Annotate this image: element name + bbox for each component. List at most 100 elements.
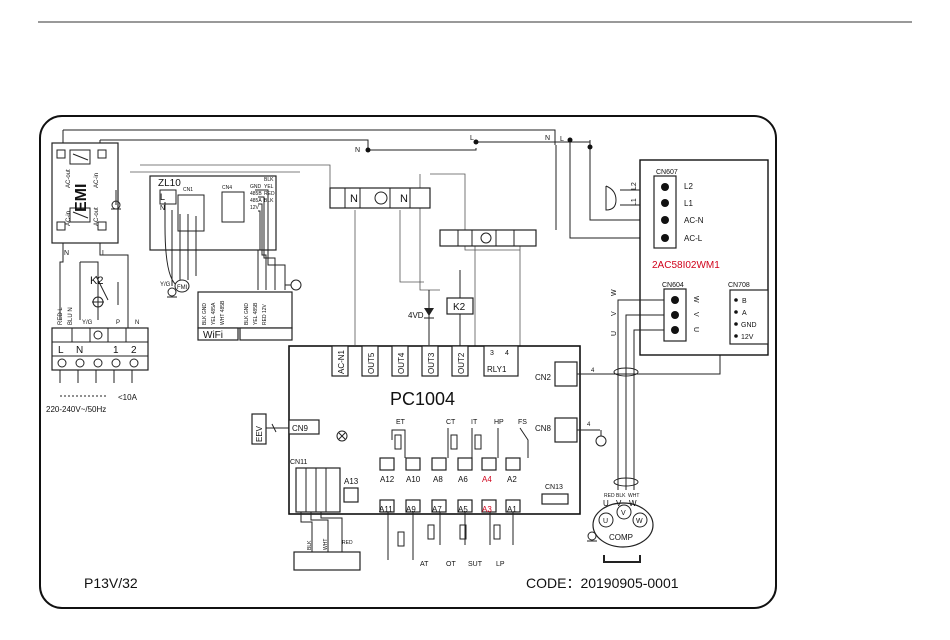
footer-code: CODE：20190905-0001 <box>526 575 679 591</box>
term-a5: A5 <box>458 505 468 514</box>
term-a11: A11 <box>379 505 393 514</box>
k2-relay-mid <box>424 270 474 350</box>
cn9-label: CN9 <box>292 424 309 433</box>
conn-out5: OUT5 <box>367 352 376 374</box>
n-block-lower <box>439 229 537 247</box>
emi-wire-n: N <box>64 250 69 257</box>
ferrite-icon <box>167 279 190 298</box>
term-a4: A4 <box>482 475 492 484</box>
cn607-pin-3: AC-N <box>684 216 704 225</box>
cn2-pins: 4 <box>591 368 595 374</box>
terminal-block <box>51 327 149 371</box>
k2-relay-left <box>92 275 119 308</box>
sensor-sut: SUT <box>468 561 483 568</box>
top-wire-n2-label: N <box>545 135 550 142</box>
wifi-port-icon <box>290 279 302 291</box>
wifi-wire-5: YEL 485B <box>253 302 259 325</box>
emi-port-3: AC-in <box>94 173 100 188</box>
zl10-cn4-wire-2: YEL <box>264 184 274 190</box>
zl10-cn4-pin-4: 12V <box>250 205 260 211</box>
term-a8: A8 <box>433 475 443 484</box>
top-wire-l2-label: L <box>560 136 564 143</box>
cn708-pin-12v: 12V <box>741 334 754 341</box>
zl10-label: ZL10 <box>158 178 181 189</box>
cn607-pin-2: L1 <box>684 199 693 208</box>
compressor-label: COMP <box>609 533 633 542</box>
n-block-label-1: N <box>350 193 358 205</box>
ferrite-label: FMI <box>177 285 188 291</box>
terminal-wire-2: BLU N <box>68 307 74 325</box>
eev-label: EEV <box>255 425 264 442</box>
earth-icon <box>111 190 121 210</box>
comp-term-w: W <box>636 518 643 525</box>
zl10-cn4-pin-2: 485B <box>250 191 262 197</box>
cn11-label: CN11 <box>290 459 307 466</box>
cn2-label: CN2 <box>535 373 552 382</box>
sensor-et: ET <box>396 419 406 426</box>
cn708-pin-gnd: GND <box>741 322 757 329</box>
zl10-cn1: CN1 <box>183 187 193 193</box>
diagram-frame <box>39 115 777 609</box>
cn604-pin-v: V <box>692 312 699 317</box>
cn13-connector <box>541 493 569 505</box>
emi-port-2: AC-in <box>66 211 72 226</box>
term-a10: A10 <box>406 475 421 484</box>
top-bus-wires <box>63 129 640 350</box>
cn607-pin-1: L2 <box>684 182 693 191</box>
compressor-wires <box>613 299 664 490</box>
term-a2: A2 <box>507 475 517 484</box>
motor-wire-u: U <box>611 331 618 336</box>
zl10-pin-l: L <box>160 192 165 202</box>
top-wire-n-label: N <box>355 147 360 154</box>
terminal-label-2: N <box>76 345 83 356</box>
cn8-pins: 4 <box>587 422 591 428</box>
cn708-pin-a: A <box>742 310 747 317</box>
cn11-wire-1: BLK <box>307 540 313 550</box>
wifi-label: WiFi <box>203 330 223 341</box>
cn9-eev <box>251 413 348 445</box>
n-block-upper <box>329 187 431 209</box>
comp-wire-red: RED <box>604 493 615 499</box>
cn604-pin-w: W <box>692 296 699 303</box>
terminal-wire-5: N <box>135 320 139 326</box>
sensor-it: IT <box>471 419 478 426</box>
coil-l1: L1 <box>631 198 638 206</box>
supply-voltage: 220-240V~/50Hz <box>46 405 106 414</box>
zl10-cn4-wire-1: BLK <box>264 177 274 183</box>
top-wire-l-label: L <box>470 135 474 142</box>
terminal-wire-4: P <box>116 320 120 326</box>
term-a3: A3 <box>482 505 492 514</box>
sensor-area <box>379 427 529 471</box>
zl10-pin-n: N <box>160 205 165 212</box>
cn604-label: CN604 <box>662 282 684 289</box>
comp-phase-w: W <box>629 499 637 508</box>
terminal-screws <box>57 330 139 383</box>
emi-port-4: AC-out <box>94 207 100 226</box>
emi-wires <box>59 130 129 330</box>
term-a1: A1 <box>507 505 517 514</box>
motor-wire-v: V <box>611 311 618 316</box>
rly-pin-4: 4 <box>505 350 509 357</box>
conn-out3: OUT3 <box>427 352 436 374</box>
sensor-at: AT <box>420 561 429 568</box>
cn607-label: CN607 <box>656 169 678 176</box>
cn13-label: CN13 <box>545 484 563 491</box>
comp-term-v: V <box>621 510 626 517</box>
zl10-cn4-wire-3: RED <box>264 191 275 197</box>
terminal-label-4: 1 <box>113 345 119 356</box>
comp-term-u: U <box>603 518 608 525</box>
k2-left-label: K2 <box>90 275 103 287</box>
cn11-wire-2: WHT <box>323 539 329 550</box>
rly-pin-3: 3 <box>490 350 494 357</box>
zl10-earth-label: Y/G <box>160 282 171 288</box>
cn604-pin-u: U <box>692 327 699 332</box>
wifi-wire-6: RED 12V <box>262 303 268 325</box>
term-a7: A7 <box>432 505 442 514</box>
footer-model: P13V/32 <box>84 575 138 591</box>
coil-l2: L2 <box>631 182 638 190</box>
conn-out4: OUT4 <box>397 352 406 374</box>
cn11-connector <box>293 467 361 571</box>
lower-terminals <box>343 487 521 560</box>
sensor-hp: HP <box>494 419 504 426</box>
